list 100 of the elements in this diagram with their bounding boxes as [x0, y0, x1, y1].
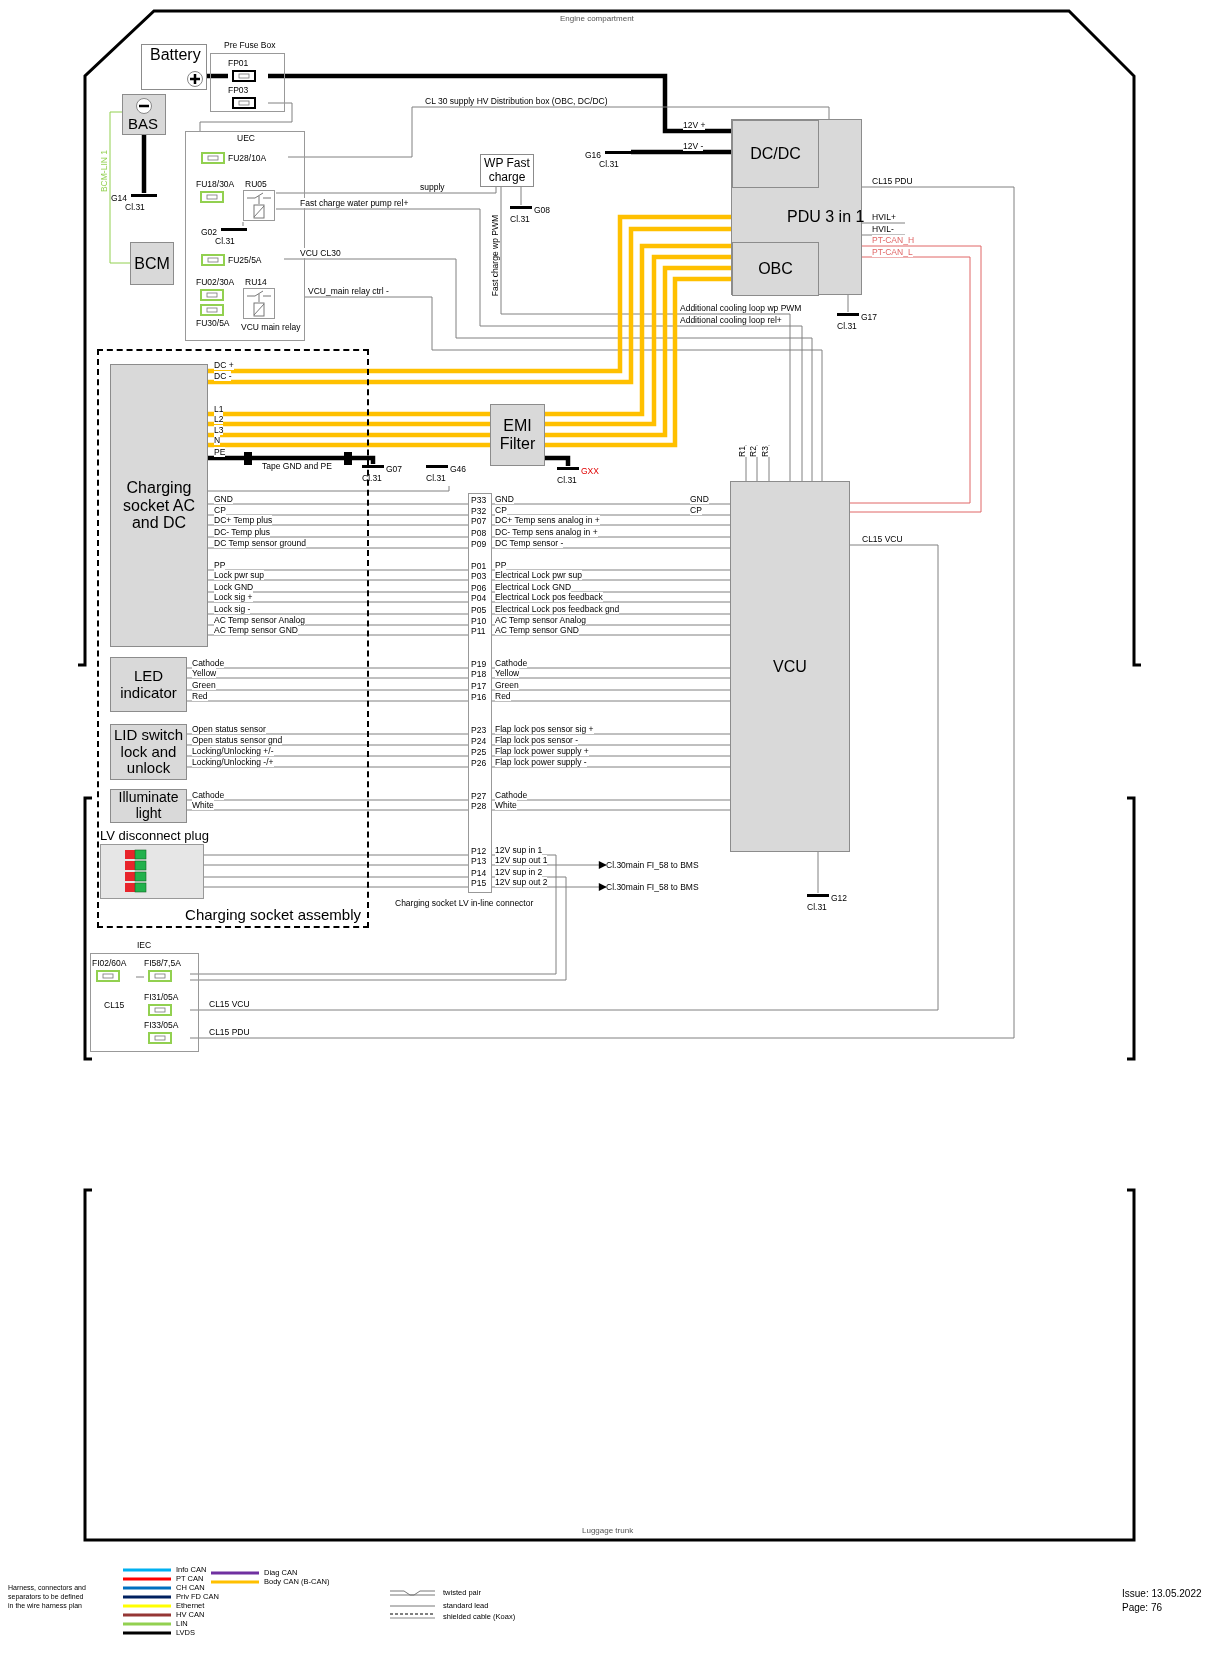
wire-label: Green [192, 680, 216, 690]
junction-label: CL15 [104, 1000, 125, 1010]
charger-box: OBC [732, 242, 819, 296]
wire [275, 208, 803, 482]
fuse-label: FU28/10A [228, 153, 267, 163]
box-title: Pre Fuse Box [224, 40, 276, 50]
wire-label: 12V sup out 1 [495, 855, 548, 865]
wire-label: White [495, 800, 517, 810]
box-title: IEC [137, 940, 152, 950]
ground-label: Cl.31 [125, 202, 145, 212]
wire-label: DC Temp sensor ground [214, 538, 306, 548]
zone-label: Engine compartment [560, 14, 634, 24]
wire-label: Locking/Unlocking -/+ [192, 757, 274, 767]
pin-number: P10 [471, 616, 487, 626]
wire-label: Cathode [495, 790, 528, 800]
control-unit-box: VCU [730, 481, 850, 852]
wire [189, 876, 567, 981]
wire [545, 455, 571, 466]
pin-number: P27 [471, 791, 487, 801]
wire-label: Cathode [192, 790, 225, 800]
fuse-label: FP03 [228, 85, 249, 95]
arrow [491, 861, 607, 869]
wire-label: Lock sig - [214, 604, 251, 614]
wire-label: Electrical Lock GND [495, 582, 572, 592]
wire-label: GND [495, 494, 514, 504]
wire-label: Lock pwr sup [214, 570, 265, 580]
wire-label: 12V + [683, 120, 706, 130]
wire-label: Green [495, 680, 519, 690]
wire [491, 601, 731, 603]
fuse-label: FP01 [228, 58, 249, 68]
wire-label: AC Temp sensor GND [214, 625, 298, 635]
wire-label: 12V sup out 2 [495, 877, 548, 887]
wire-label: DC Temp sensor - [495, 538, 564, 548]
wire [206, 411, 490, 417]
wire-label: CP [495, 505, 507, 515]
fuse-label: FI58/7,5A [144, 958, 181, 968]
pin-number: P18 [471, 669, 487, 679]
pin-number: P07 [471, 516, 487, 526]
control-unit-box: BCM [130, 242, 174, 285]
wire [491, 536, 731, 538]
wire-label: CP [214, 505, 226, 515]
ground-label: G07 [386, 464, 403, 474]
wire-label: supply [420, 182, 445, 192]
pin-number: P14 [471, 868, 487, 878]
wire-label: DC+ Temp sens analog in + [495, 515, 600, 525]
wire [491, 524, 731, 526]
wire [189, 186, 1015, 1039]
wire [491, 700, 731, 702]
battery-sensor-box [122, 94, 166, 135]
wire-label: N [214, 435, 221, 445]
wire-label: 12V - [683, 141, 704, 151]
ground-label: G02 [201, 227, 218, 237]
wire-label: Flap lock power supply - [495, 757, 587, 767]
wire [135, 976, 145, 978]
resistor-label: R1 [737, 446, 747, 457]
issue-date: Issue: 13.05.2022 [1122, 1588, 1202, 1600]
wire [491, 689, 731, 691]
pin-number: P19 [471, 659, 487, 669]
wire-label: VCU_main relay ctrl - [308, 286, 389, 296]
wire-label: HVIL+ [872, 212, 896, 222]
pin-number: P17 [471, 681, 487, 691]
wire-label: Electrical Lock pos feedback [495, 592, 603, 602]
wire-label: CP [690, 505, 702, 515]
wire-label: Red [495, 691, 511, 701]
pin-number: P13 [471, 856, 487, 866]
pin-number: P28 [471, 801, 487, 811]
light-box: Illuminate light [110, 789, 187, 823]
ground-label: Cl.31 [362, 473, 382, 483]
wire [109, 111, 131, 264]
socket-box: Charging socket AC and DC [110, 364, 208, 647]
wire [206, 455, 376, 464]
relay-caption: VCU main relay [241, 322, 301, 332]
page-number: Page: 76 [1122, 1602, 1163, 1614]
wire [491, 634, 731, 636]
wire-label: Yellow [495, 668, 520, 678]
wire [491, 766, 731, 768]
wire-label: Red [192, 691, 208, 701]
ground-label: Cl.31 [557, 475, 577, 485]
indicator-box: LED indicator [110, 657, 187, 712]
wire [199, 102, 293, 132]
wire [491, 733, 731, 735]
ground-label: G12 [831, 893, 848, 903]
wire [491, 613, 731, 615]
wire [491, 755, 731, 757]
wire [491, 809, 731, 811]
wire-label: AC Temp sensor GND [495, 625, 579, 635]
assembly-label: Charging socket assembly [185, 906, 361, 923]
ground-label: Cl.31 [599, 159, 619, 169]
wire-label: Lock GND [214, 582, 254, 592]
wire-label: Cathode [495, 658, 528, 668]
wire-label: PP [214, 560, 226, 570]
wire-label: AC Temp sensor Analog [214, 615, 306, 625]
wire-label: GND [690, 494, 709, 504]
wire [275, 186, 497, 194]
wire-label: PE [214, 447, 226, 457]
wire [242, 221, 244, 227]
relay-label: RU14 [245, 277, 267, 287]
wire [491, 547, 731, 549]
pin-number: P12 [471, 846, 487, 856]
wire [491, 744, 731, 746]
